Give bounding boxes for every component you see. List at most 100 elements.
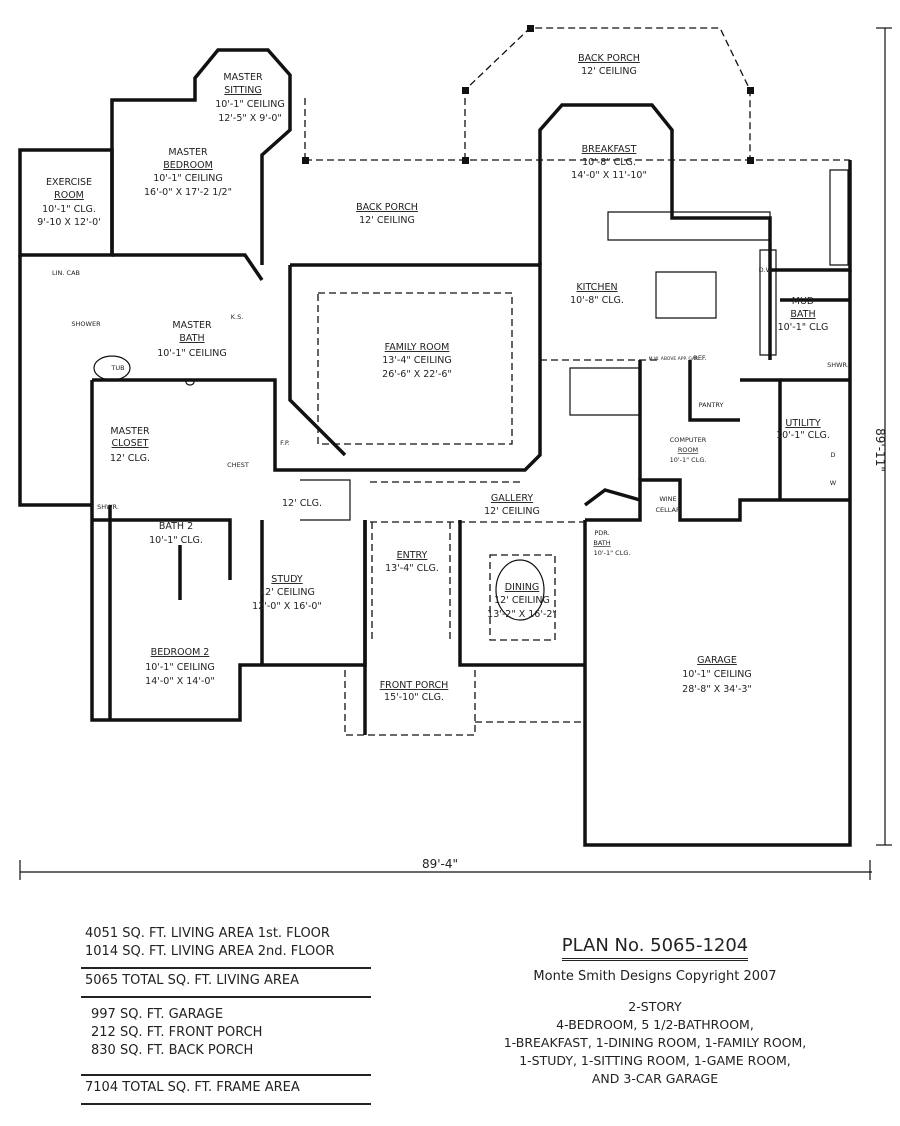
svg-text:GARAGE: GARAGE bbox=[697, 655, 737, 666]
svg-text:10'-1" CEILING: 10'-1" CEILING bbox=[682, 669, 752, 680]
copyright: Monte Smith Designs Copyright 2007 bbox=[533, 969, 777, 984]
room-wine-cellar: WINE CELLAR bbox=[655, 495, 680, 514]
width-dimension: 89'-4" bbox=[422, 857, 458, 871]
svg-text:14'-0" X 14'-0": 14'-0" X 14'-0" bbox=[145, 676, 215, 687]
fixture-labels: LIN. CAB SHOWER TUB K.S. F.P. CHEST SHWR… bbox=[52, 266, 849, 511]
svg-text:13'-2" X 16'-2": 13'-2" X 16'-2" bbox=[487, 609, 557, 620]
total-living-area: 5065 TOTAL SQ. FT. LIVING AREA bbox=[85, 973, 300, 988]
hall-ceiling: 12' CLG. bbox=[282, 498, 322, 509]
desc-line: AND 3-CAR GARAGE bbox=[591, 1071, 719, 1086]
room-master-sitting: MASTER SITTING 10'-1" CEILING 12'-5" X 9… bbox=[215, 72, 285, 124]
svg-text:12' CEILING: 12' CEILING bbox=[359, 215, 415, 226]
svg-text:D: D bbox=[830, 451, 835, 459]
room-pantry: PANTRY bbox=[699, 401, 724, 409]
room-pdr-bath: PDR. BATH 10'-1" CLG. bbox=[593, 529, 630, 557]
svg-text:10'-1" CEILING: 10'-1" CEILING bbox=[157, 348, 227, 359]
svg-text:M.W. ABOVE APP. GAR.: M.W. ABOVE APP. GAR. bbox=[649, 356, 700, 362]
divider bbox=[81, 967, 371, 969]
svg-text:10'-8" CLG.: 10'-8" CLG. bbox=[582, 157, 636, 168]
depth-dimension: 89'-11" bbox=[873, 428, 887, 472]
svg-text:28'-8" X 34'-3": 28'-8" X 34'-3" bbox=[682, 684, 752, 695]
svg-text:ROOM: ROOM bbox=[54, 190, 84, 201]
svg-text:MASTER: MASTER bbox=[223, 72, 263, 83]
dimension-lines bbox=[19, 27, 892, 880]
svg-text:FRONT PORCH: FRONT PORCH bbox=[380, 680, 449, 691]
divider bbox=[81, 1103, 371, 1105]
svg-text:FAMILY ROOM: FAMILY ROOM bbox=[385, 342, 450, 353]
plan-description: 2-STORY 4-BEDROOM, 5 1/2-BATHROOM, 1-BRE… bbox=[455, 998, 855, 1088]
svg-text:BEDROOM 2: BEDROOM 2 bbox=[151, 647, 210, 658]
svg-text:BATH: BATH bbox=[179, 333, 204, 344]
svg-text:26'-6" X 22'-6": 26'-6" X 22'-6" bbox=[382, 369, 452, 380]
svg-text:PANTRY: PANTRY bbox=[699, 401, 724, 409]
kitchen-counters bbox=[93, 169, 849, 621]
svg-text:13'-4" CEILING: 13'-4" CEILING bbox=[382, 355, 452, 366]
divider bbox=[81, 996, 371, 998]
svg-text:SITTING: SITTING bbox=[224, 85, 262, 96]
room-entry: ENTRY 13'-4" CLG. bbox=[385, 550, 439, 574]
svg-text:SHWR.: SHWR. bbox=[827, 361, 849, 369]
svg-text:GALLERY: GALLERY bbox=[491, 493, 533, 504]
svg-text:12' CEILING: 12' CEILING bbox=[259, 587, 315, 598]
svg-text:12' CEILING: 12' CEILING bbox=[494, 595, 550, 606]
desc-line: 4-BEDROOM, 5 1/2-BATHROOM, bbox=[556, 1017, 754, 1032]
garage-area: 997 SQ. FT. GARAGE bbox=[91, 1007, 224, 1022]
floor-plan: 89'-4" 89'-11" bbox=[18, 25, 892, 880]
room-front-porch: FRONT PORCH 15'-10" CLG. bbox=[380, 680, 449, 703]
room-breakfast: BREAKFAST 10'-8" CLG. 14'-0" X 11'-10" bbox=[571, 144, 647, 181]
svg-text:16'-0" X 17'-2 1/2": 16'-0" X 17'-2 1/2" bbox=[144, 187, 232, 198]
first-floor-area: 4051 SQ. FT. LIVING AREA 1st. FLOOR bbox=[85, 926, 330, 941]
svg-text:12'-0" X 16'-0": 12'-0" X 16'-0" bbox=[252, 601, 322, 612]
svg-text:F.P.: F.P. bbox=[280, 439, 290, 447]
svg-text:W: W bbox=[830, 479, 837, 487]
room-master-closet: MASTER CLOSET 12' CLG. bbox=[110, 426, 150, 464]
svg-text:UTILITY: UTILITY bbox=[785, 418, 820, 429]
svg-text:10'-1" CLG.: 10'-1" CLG. bbox=[594, 549, 631, 557]
svg-text:MUD: MUD bbox=[792, 296, 814, 307]
svg-text:BACK PORCH: BACK PORCH bbox=[356, 202, 418, 213]
room-family: FAMILY ROOM 13'-4" CEILING 26'-6" X 22'-… bbox=[382, 342, 452, 380]
svg-text:9'-10 X 12'-0': 9'-10 X 12'-0' bbox=[37, 217, 101, 228]
svg-text:EXERCISE: EXERCISE bbox=[46, 177, 92, 188]
svg-text:BATH: BATH bbox=[790, 309, 815, 320]
svg-text:ENTRY: ENTRY bbox=[397, 550, 428, 561]
walls bbox=[18, 48, 852, 847]
room-study: STUDY 12' CEILING 12'-0" X 16'-0" bbox=[252, 574, 322, 612]
svg-text:10'-8" CLG.: 10'-8" CLG. bbox=[570, 295, 624, 306]
svg-text:13'-4" CLG.: 13'-4" CLG. bbox=[385, 563, 439, 574]
svg-text:MASTER: MASTER bbox=[172, 320, 212, 331]
svg-text:KITCHEN: KITCHEN bbox=[576, 282, 617, 293]
svg-text:12'-5" X 9'-0": 12'-5" X 9'-0" bbox=[218, 113, 282, 124]
svg-text:MASTER: MASTER bbox=[168, 147, 208, 158]
plan-number: PLAN No. 5065-1204 bbox=[561, 935, 749, 961]
svg-text:12' CLG.: 12' CLG. bbox=[110, 453, 150, 464]
room-master-bath: MASTER BATH 10'-1" CEILING bbox=[157, 320, 227, 359]
svg-text:15'-10" CLG.: 15'-10" CLG. bbox=[384, 692, 444, 703]
svg-text:BREAKFAST: BREAKFAST bbox=[582, 144, 637, 155]
svg-text:D.W.: D.W. bbox=[759, 266, 774, 274]
desc-line: 1-BREAKFAST, 1-DINING ROOM, 1-FAMILY ROO… bbox=[503, 1035, 807, 1050]
room-mud-bath: MUD BATH 10'-1" CLG bbox=[778, 296, 829, 333]
svg-text:TUB: TUB bbox=[110, 364, 124, 372]
svg-text:BATH 2: BATH 2 bbox=[159, 521, 193, 532]
svg-text:REF.: REF. bbox=[693, 354, 706, 362]
svg-text:MASTER: MASTER bbox=[110, 426, 150, 437]
room-dining: DINING 12' CEILING 13'-2" X 16'-2" bbox=[487, 582, 557, 620]
svg-text:ROOM: ROOM bbox=[678, 446, 698, 454]
room-utility: UTILITY 10'-1" CLG. bbox=[776, 418, 830, 441]
svg-text:BATH: BATH bbox=[593, 539, 610, 547]
svg-text:STUDY: STUDY bbox=[271, 574, 303, 585]
room-exercise: EXERCISE ROOM 10'-1" CLG. 9'-10 X 12'-0' bbox=[37, 177, 101, 228]
room-master-bedroom: MASTER BEDROOM 10'-1" CEILING 16'-0" X 1… bbox=[144, 147, 232, 198]
svg-text:CLOSET: CLOSET bbox=[112, 438, 149, 449]
front-porch-area: 212 SQ. FT. FRONT PORCH bbox=[91, 1025, 263, 1040]
back-porch-area: 830 SQ. FT. BACK PORCH bbox=[91, 1043, 254, 1058]
svg-text:LIN. CAB: LIN. CAB bbox=[52, 269, 80, 277]
second-floor-area: 1014 SQ. FT. LIVING AREA 2nd. FLOOR bbox=[85, 944, 335, 959]
svg-text:CHEST: CHEST bbox=[227, 461, 249, 469]
room-bath-2: BATH 2 10'-1" CLG. bbox=[149, 521, 203, 546]
svg-text:BEDROOM: BEDROOM bbox=[163, 160, 213, 171]
svg-text:10'-1" CLG.: 10'-1" CLG. bbox=[149, 535, 203, 546]
svg-text:SHOWER: SHOWER bbox=[71, 320, 101, 328]
room-computer: COMPUTER ROOM 10'-1" CLG. bbox=[670, 436, 707, 464]
